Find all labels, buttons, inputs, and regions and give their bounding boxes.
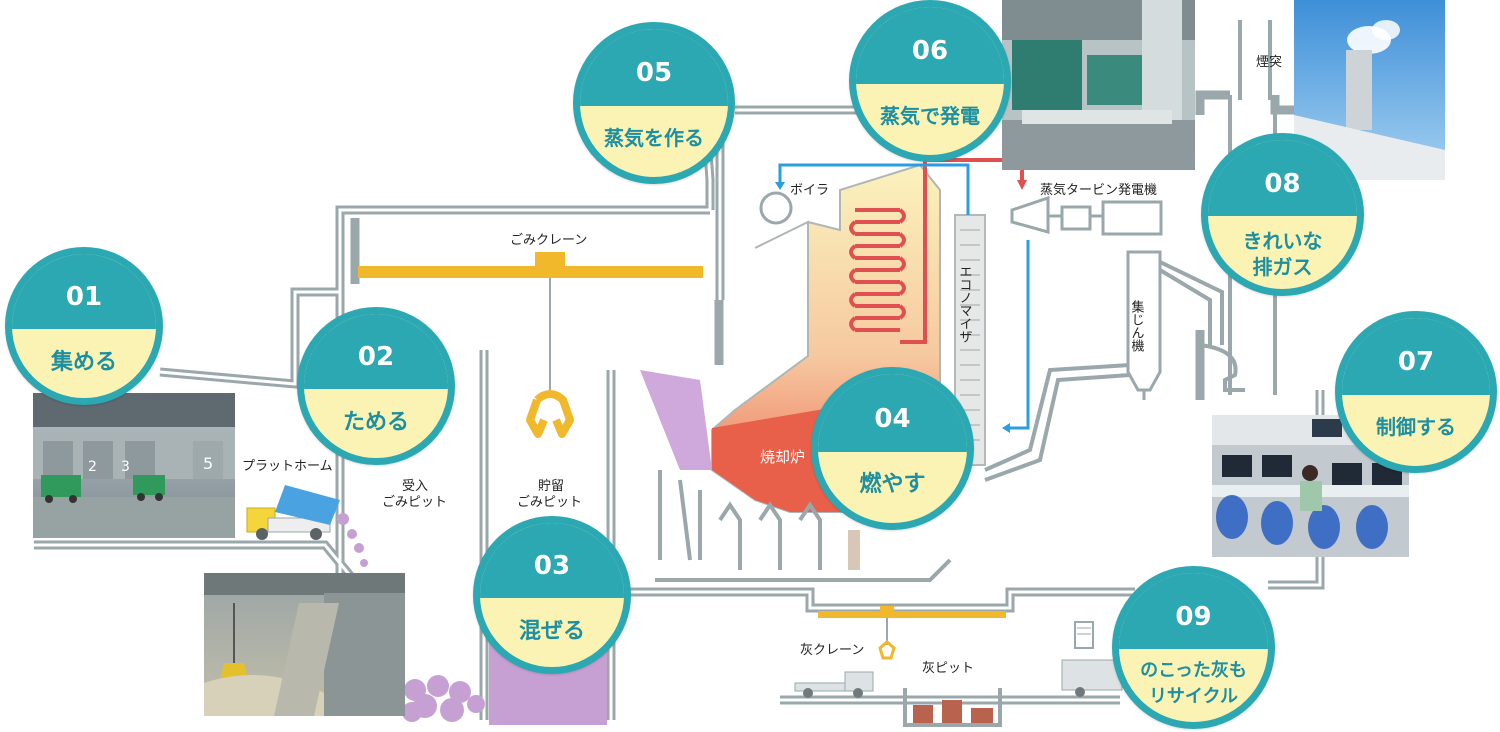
- step-08-caption-line1: きれいな: [1242, 229, 1323, 253]
- collection-hall-photo: 2 3 5: [33, 393, 235, 538]
- ash-drop: [848, 530, 860, 570]
- ash-pit-label: 灰ピット: [922, 661, 974, 676]
- step-09-number: 09: [1175, 602, 1212, 632]
- step-03-number: 03: [533, 551, 571, 581]
- step-04-caption: 燃やす: [859, 472, 926, 497]
- garbage-crane-label: ごみクレーン: [510, 232, 587, 248]
- step-07-caption: 制御する: [1376, 415, 1456, 439]
- platform-label: プラットホーム: [242, 459, 333, 474]
- step-01-number: 01: [65, 282, 103, 312]
- turbine-label: 蒸気タービン発電機: [1040, 182, 1157, 198]
- boiler-label: ボイラ: [790, 183, 829, 198]
- step-05-badge[interactable]: 05 蒸気を作る: [573, 22, 735, 184]
- boiler-coil: [849, 158, 1024, 344]
- step-08-badge[interactable]: 08 きれいな 排ガス: [1201, 133, 1364, 296]
- storage-pit-label-2: ごみピット: [517, 494, 582, 510]
- grate: [655, 470, 952, 582]
- step-09-caption-line1: のこった灰も: [1140, 660, 1247, 681]
- ash-truck: [794, 671, 874, 698]
- step-07-number: 07: [1397, 347, 1435, 377]
- garbage-truck: [246, 485, 340, 540]
- boiler-arrow: [775, 182, 785, 190]
- ash-crane-label: 灰クレーン: [800, 643, 864, 658]
- step-02-caption: ためる: [342, 410, 409, 435]
- turbine-photo: [1002, 0, 1195, 170]
- steam-line: [778, 163, 1030, 430]
- step-06-caption: 蒸気で発電: [880, 104, 980, 128]
- dust-collector: [1126, 250, 1162, 400]
- step-04-badge[interactable]: 04 燃やす: [811, 367, 974, 530]
- garbage-pit-photo: [204, 573, 405, 716]
- storage-pit-label-1: 貯留: [538, 479, 564, 494]
- chimney-base: [1199, 343, 1245, 392]
- boiler-drum: [759, 191, 793, 225]
- bay-number-5: 5: [203, 454, 213, 473]
- econ-arrow: [1002, 423, 1010, 433]
- bay-number-3: 3: [121, 459, 130, 475]
- step-02-badge[interactable]: 02 ためる: [297, 307, 455, 465]
- receiving-pit-label-1: 受入: [402, 479, 428, 494]
- step-05-caption: 蒸気を作る: [604, 126, 704, 150]
- turbine-arrow: [1017, 180, 1027, 190]
- step-08-caption-line2: 排ガス: [1252, 255, 1313, 279]
- ash-crane: [818, 606, 1006, 660]
- step-03-badge[interactable]: 03 混ぜる: [473, 516, 631, 674]
- step-02-number: 02: [357, 342, 395, 372]
- chimney-label: 煙突: [1256, 54, 1282, 70]
- step-09-caption-line2: リサイクル: [1148, 686, 1239, 707]
- step-08-number: 08: [1264, 169, 1301, 199]
- bay-number-2: 2: [88, 459, 97, 475]
- step-06-badge[interactable]: 06 蒸気で発電: [849, 0, 1011, 162]
- receiving-pit-label-2: ごみピット: [382, 494, 447, 510]
- incinerator-label: 焼却炉: [760, 448, 805, 466]
- recycle-truck: [1061, 621, 1123, 697]
- turbine-generator: [1010, 195, 1163, 236]
- garbage-crane: [358, 252, 703, 438]
- step-05-number: 05: [635, 58, 673, 88]
- ash-pits: [903, 688, 1002, 727]
- step-01-badge[interactable]: 01 集める: [5, 247, 163, 405]
- economizer-label: エコノマイザ: [957, 265, 973, 343]
- step-07-badge[interactable]: 07 制御する: [1335, 311, 1497, 473]
- step-03-caption: 混ぜる: [518, 619, 585, 644]
- step-04-number: 04: [874, 404, 911, 434]
- step-01-caption: 集める: [50, 350, 117, 375]
- step-09-badge[interactable]: 09 のこった灰も リサイクル: [1112, 566, 1275, 729]
- step-06-number: 06: [911, 36, 949, 66]
- dust-collector-label: 集じん機: [1129, 299, 1145, 352]
